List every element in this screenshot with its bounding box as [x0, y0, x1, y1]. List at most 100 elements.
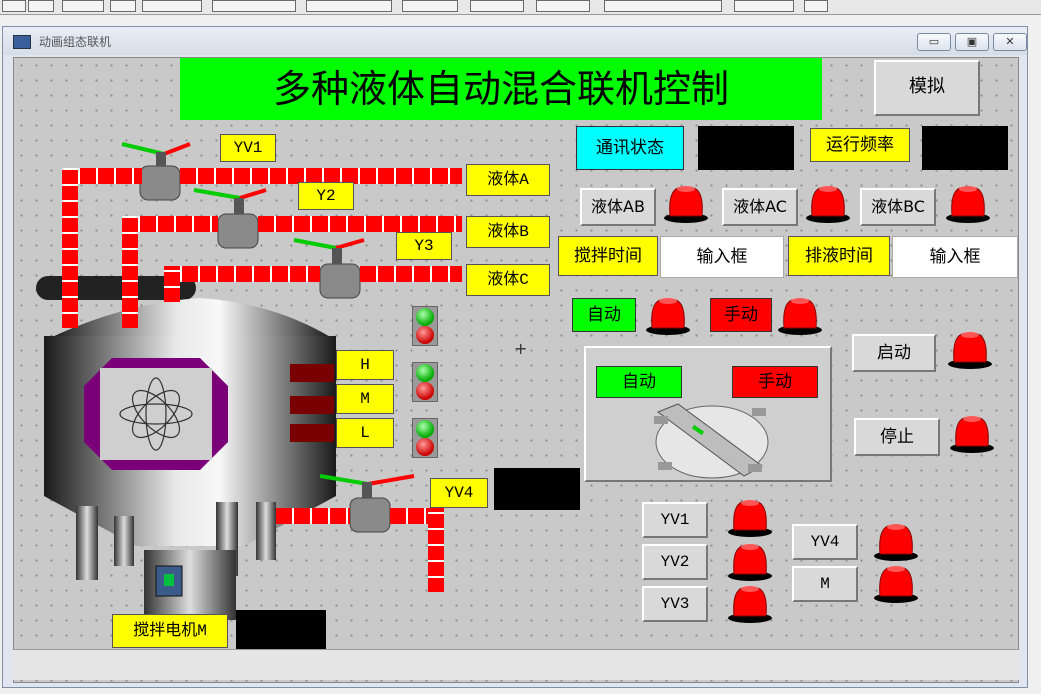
tank-dome — [50, 298, 332, 338]
toolbar-button[interactable] — [734, 0, 794, 12]
pipe-c — [164, 266, 320, 282]
liquid-a-label: 液体A — [466, 164, 550, 196]
simulate-button[interactable]: 模拟 — [874, 60, 980, 116]
tank-window — [100, 368, 212, 460]
stir-time-input[interactable]: 输入框 — [660, 236, 784, 278]
app-icon — [13, 35, 31, 49]
yv3-button[interactable]: YV3 — [642, 586, 708, 622]
hmi-canvas: 多种液体自动混合联机控制 模拟 — [13, 57, 1019, 683]
drain-time-input[interactable]: 输入框 — [892, 236, 1018, 278]
yv4-display — [494, 468, 580, 510]
level-l-label: L — [336, 418, 394, 448]
tank-leg — [76, 506, 98, 580]
panel-manual-label[interactable]: 手动 — [732, 366, 818, 398]
liquid-b-label: 液体B — [466, 216, 550, 248]
pipe-drain-down — [428, 508, 444, 592]
yv4-button[interactable]: YV4 — [792, 524, 858, 560]
alarm-m-icon — [874, 566, 918, 603]
alarm-yv4-icon — [874, 524, 918, 561]
toolbar-button[interactable] — [604, 0, 722, 12]
valve-y2-icon — [193, 188, 267, 249]
mode-switch-panel: 自动 手动 — [584, 346, 832, 482]
mixer-motor-display — [236, 610, 326, 654]
liquid-bc-button[interactable]: 液体BC — [860, 188, 936, 226]
window-title: 动画组态联机 — [39, 35, 112, 49]
pipe-drain — [276, 508, 350, 524]
restore-icon[interactable]: ▣ — [955, 33, 989, 51]
valve-yv4-icon — [319, 474, 415, 533]
status-bar — [13, 649, 1019, 680]
pipe-b — [258, 216, 462, 232]
valve-yv4-label: YV4 — [430, 478, 488, 508]
alarm-yv2-icon — [728, 544, 772, 581]
toolbar-button[interactable] — [212, 0, 296, 12]
start-button[interactable]: 启动 — [852, 334, 936, 372]
stir-time-label: 搅拌时间 — [558, 236, 658, 276]
drain-time-label: 排液时间 — [788, 236, 890, 276]
toolbar — [0, 0, 1041, 15]
app-window: 动画组态联机 ▭ ▣ ✕ 多种液体自动混合联机控制 模拟 — [2, 26, 1028, 688]
stop-button[interactable]: 停止 — [854, 418, 940, 456]
pipe-a — [180, 168, 462, 184]
liquid-ac-button[interactable]: 液体AC — [722, 188, 798, 226]
alarm-stop-icon — [950, 416, 994, 453]
toolbar-button[interactable] — [402, 0, 458, 12]
alarm-start-icon — [948, 332, 992, 369]
toolbar-button[interactable] — [804, 0, 828, 12]
level-m-label: M — [336, 384, 394, 414]
toolbar-button[interactable] — [142, 0, 202, 12]
toolbar-button[interactable] — [306, 0, 392, 12]
toolbar-button[interactable] — [28, 0, 54, 12]
yv1-button[interactable]: YV1 — [642, 502, 708, 538]
alarm-bc-icon — [946, 186, 990, 223]
auto-mode-label: 自动 — [572, 298, 636, 332]
valve-y2-label: Y2 — [298, 182, 354, 210]
minimize-icon[interactable]: ▭ — [917, 33, 951, 51]
comm-status-display — [698, 126, 794, 170]
panel-auto-label[interactable]: 自动 — [596, 366, 682, 398]
close-icon[interactable]: ✕ — [993, 33, 1027, 51]
pipe-c-down — [164, 266, 180, 302]
alarm-yv1-icon — [728, 500, 772, 537]
valve-y3-label: Y3 — [396, 232, 452, 260]
alarm-auto-icon — [646, 298, 690, 335]
pipe-c — [360, 266, 462, 282]
level-lamp-m — [412, 362, 438, 402]
run-freq-display — [922, 126, 1008, 170]
page-title: 多种液体自动混合联机控制 — [272, 67, 729, 111]
toolbar-button[interactable] — [62, 0, 104, 12]
svg-text:+: + — [514, 339, 527, 358]
title-banner: 多种液体自动混合联机控制 — [180, 58, 822, 120]
mixer-motor-icon — [155, 565, 183, 597]
pipe-a — [62, 168, 142, 184]
level-lamp-h — [412, 306, 438, 346]
process-diagram: + — [36, 142, 527, 620]
tank-leg — [114, 516, 134, 566]
toolbar-button[interactable] — [2, 0, 26, 12]
valve-yv1-label: YV1 — [220, 134, 276, 162]
toolbar-button[interactable] — [470, 0, 524, 12]
toolbar-button[interactable] — [110, 0, 136, 12]
level-sensor-h — [290, 364, 334, 382]
level-sensor-m — [290, 396, 334, 414]
liquid-c-label: 液体C — [466, 264, 550, 296]
alarm-ac-icon — [806, 186, 850, 223]
run-freq-label: 运行频率 — [810, 128, 910, 162]
toolbar-button[interactable] — [536, 0, 590, 12]
mixer-motor-label: 搅拌电机M — [112, 614, 228, 648]
comm-status-label: 通讯状态 — [576, 126, 684, 170]
mode-switch-icon[interactable] — [652, 400, 772, 480]
m-button[interactable]: M — [792, 566, 858, 602]
yv2-button[interactable]: YV2 — [642, 544, 708, 580]
manual-mode-label: 手动 — [710, 298, 772, 332]
alarm-yv3-icon — [728, 586, 772, 623]
pipe-b-down — [122, 216, 138, 328]
pipe-b — [122, 216, 218, 232]
title-bar: 动画组态联机 ▭ ▣ ✕ — [3, 27, 1027, 55]
alarm-ab-icon — [664, 186, 708, 223]
tank-leg — [256, 502, 276, 560]
liquid-ab-button[interactable]: 液体AB — [580, 188, 656, 226]
alarm-manual-icon — [778, 298, 822, 335]
level-sensor-l — [290, 424, 334, 442]
level-lamp-l — [412, 418, 438, 458]
